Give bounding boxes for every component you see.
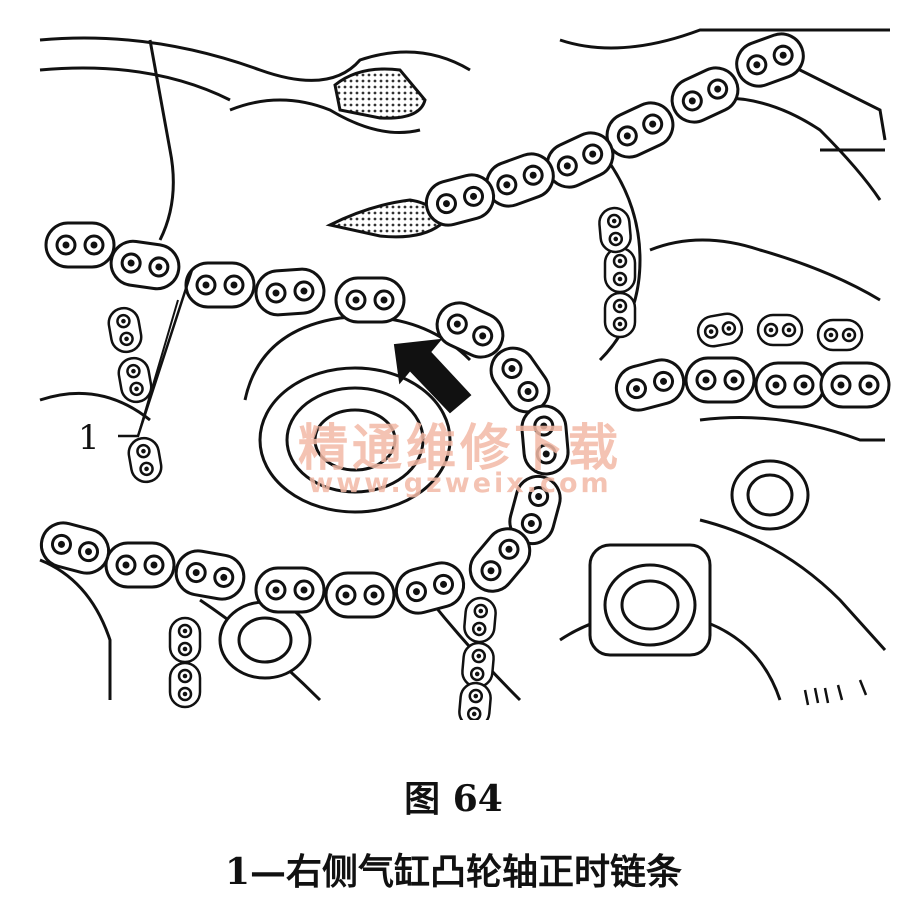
figure-caption: 1—右侧气缸凸轮轴正时链条 [224,851,683,893]
callout-label-1: 1 [78,418,100,458]
upper-timing-chain [419,26,811,232]
timing-chain-illustration [34,26,891,720]
engine-housing [39,28,890,702]
right-camshaft-timing-chain [34,221,572,620]
timing-mark-arrow [393,338,472,414]
bracket-plate [333,67,427,120]
callout-1-leader-2 [137,299,179,437]
camshaft-hub [243,315,472,514]
hatch-marks [803,679,868,706]
figure-number: 图 64 [404,778,503,820]
callout-1-leader [118,269,194,438]
bracket-plate-lower [325,198,442,239]
tensioner [588,459,810,657]
